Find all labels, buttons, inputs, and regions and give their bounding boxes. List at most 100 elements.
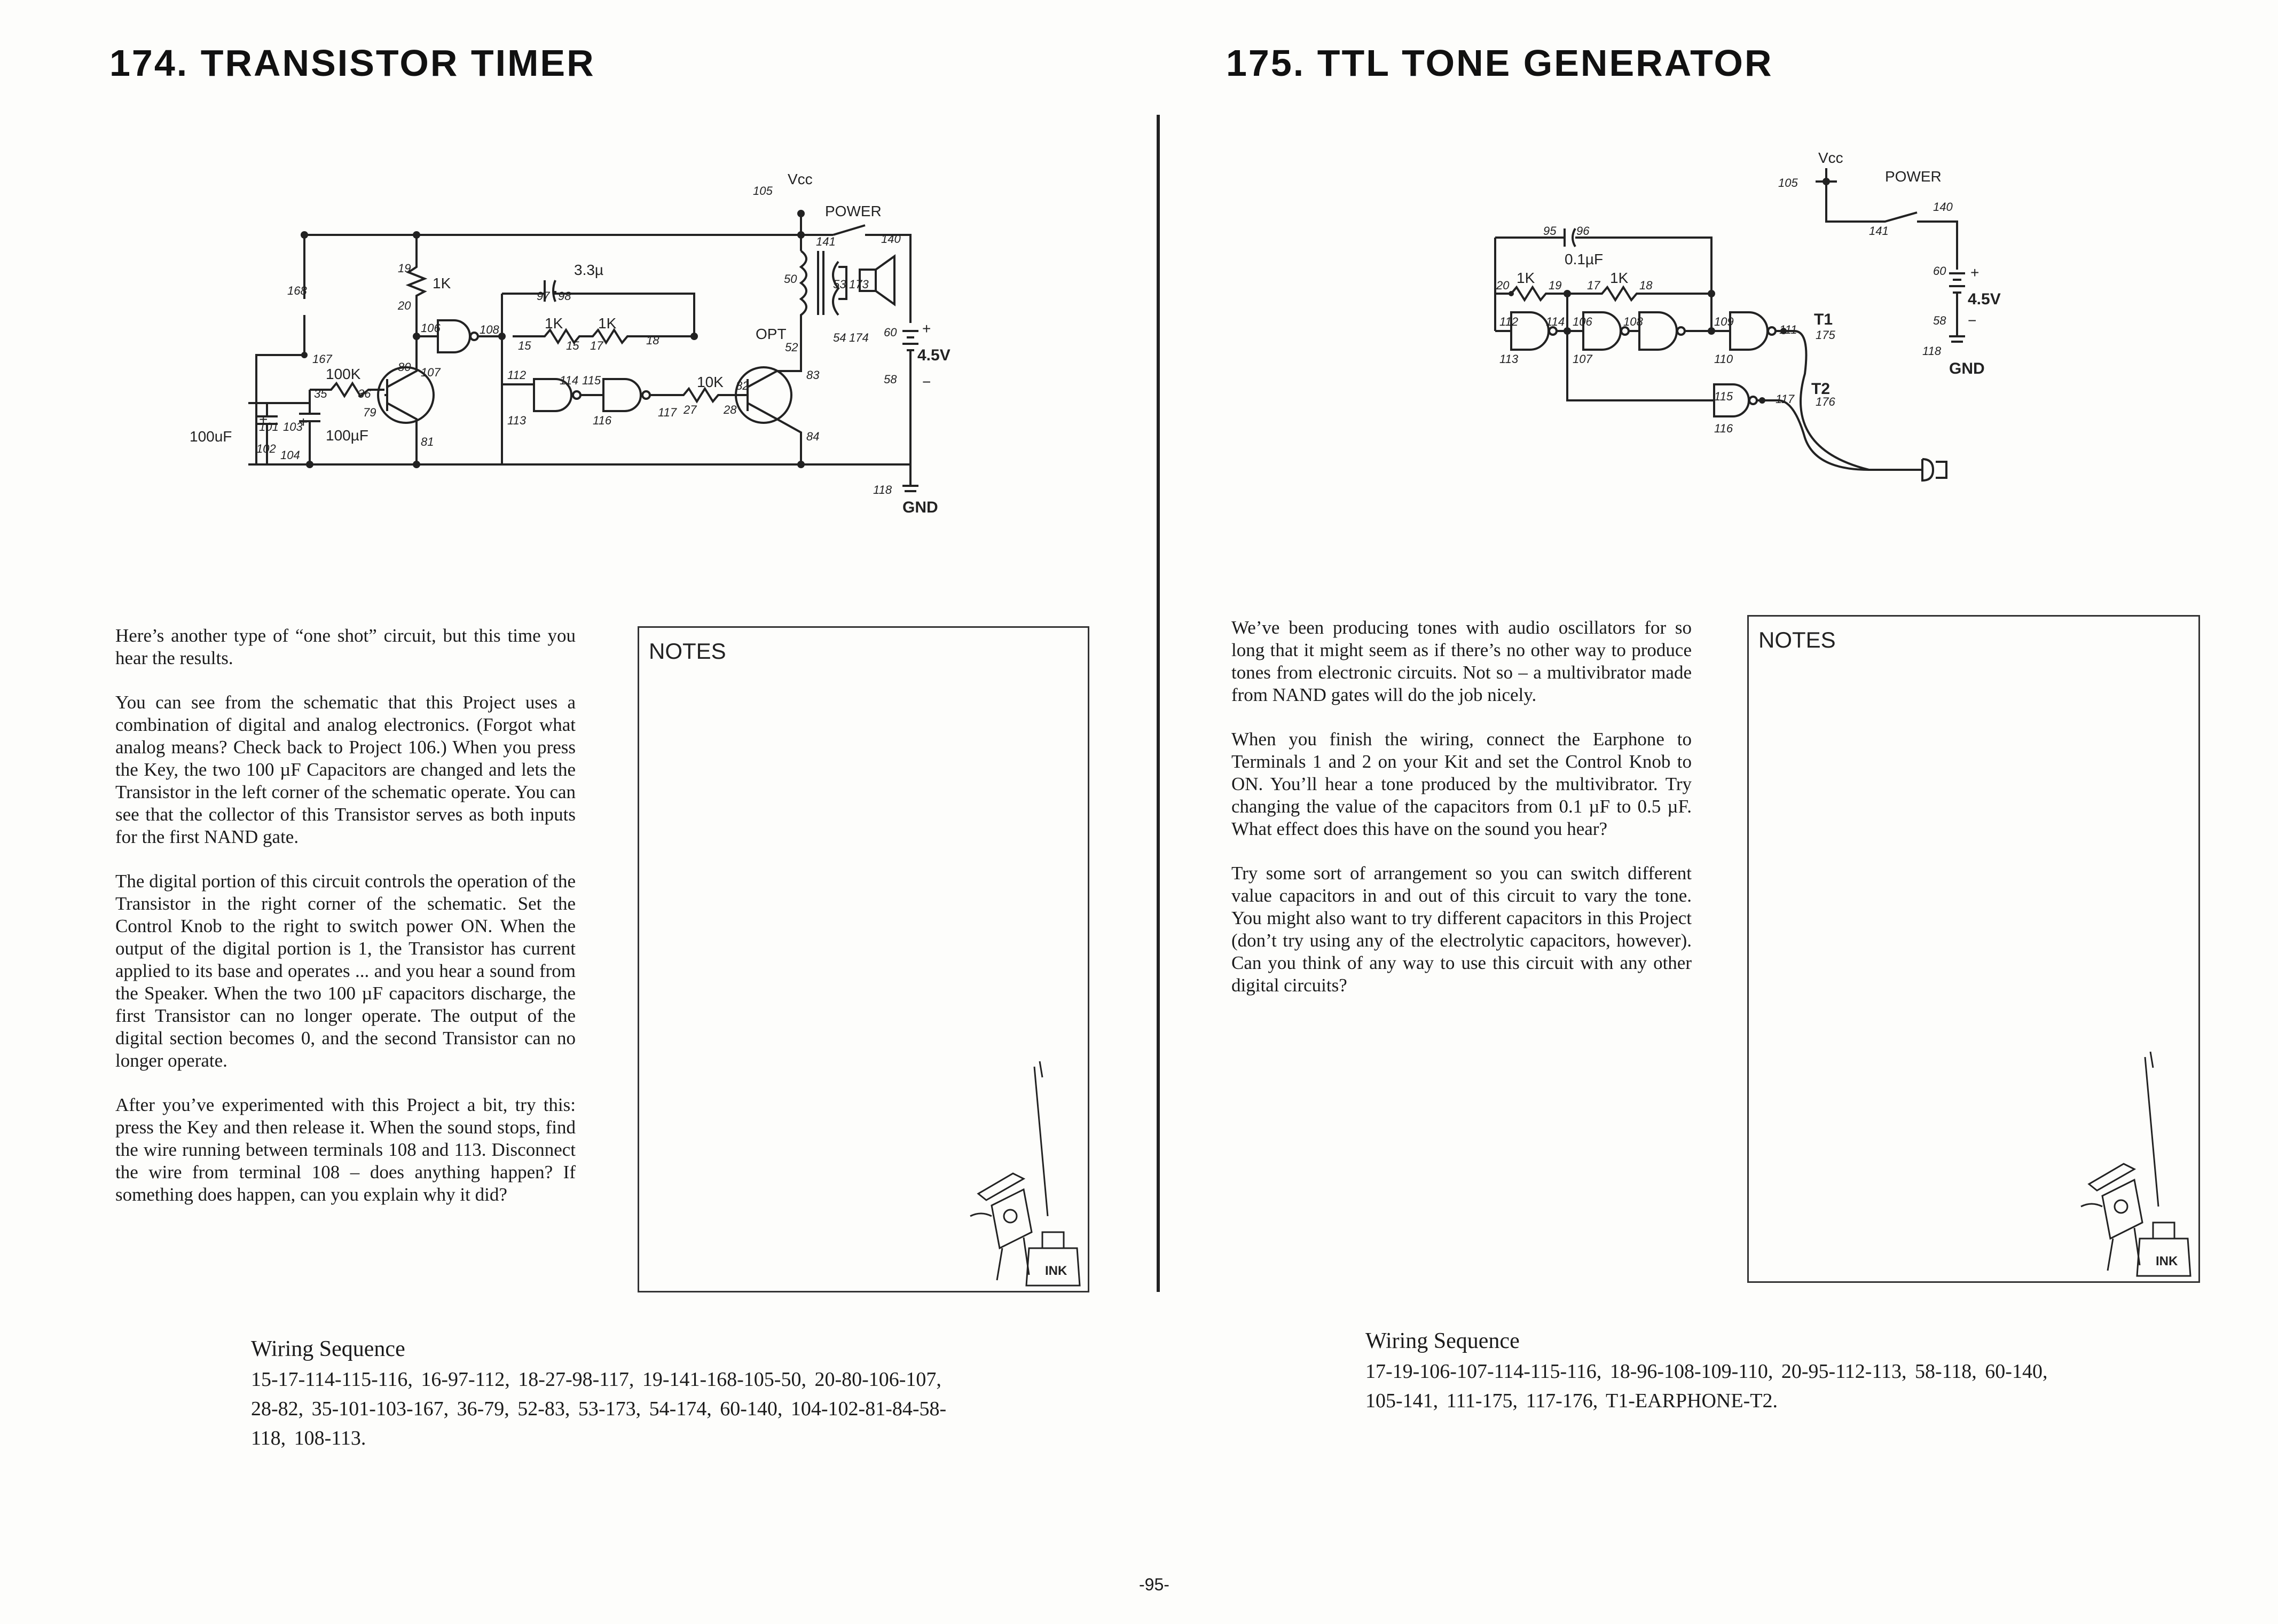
- svg-text:110: 110: [1714, 352, 1733, 366]
- svg-text:1K: 1K: [1610, 270, 1629, 286]
- wiring-title: Wiring Sequence: [251, 1337, 405, 1361]
- svg-text:POWER: POWER: [1885, 168, 1942, 185]
- svg-text:113: 113: [1499, 352, 1519, 366]
- svg-text:27: 27: [683, 403, 697, 416]
- svg-text:141: 141: [1869, 224, 1889, 238]
- svg-text:167: 167: [312, 352, 332, 366]
- svg-text:141: 141: [816, 235, 836, 248]
- svg-text:105: 105: [753, 184, 773, 198]
- svg-text:97: 97: [537, 289, 550, 303]
- wiring-text: 15-17-114-115-116, 16-97-112, 18-27-98-1…: [251, 1368, 947, 1449]
- svg-text:Vcc: Vcc: [1818, 149, 1843, 166]
- svg-text:+: +: [259, 411, 268, 428]
- svg-text:105: 105: [1778, 176, 1798, 190]
- svg-text:52: 52: [785, 341, 798, 354]
- svg-text:17: 17: [590, 339, 603, 352]
- svg-text:113: 113: [507, 414, 527, 427]
- svg-text:101: 101: [259, 420, 279, 433]
- svg-text:112: 112: [507, 368, 526, 382]
- wiring-text: 17-19-106-107-114-115-116, 18-96-108-109…: [1365, 1360, 2048, 1412]
- svg-text:15: 15: [566, 339, 579, 352]
- svg-text:58: 58: [884, 373, 897, 386]
- svg-text:114: 114: [560, 374, 578, 387]
- page-number: -95-: [1139, 1575, 1169, 1594]
- paragraph: Here’s another type of “one shot” circui…: [115, 625, 576, 668]
- svg-text:10K: 10K: [697, 374, 724, 390]
- svg-text:168: 168: [287, 284, 307, 297]
- transistor-timer-schematic: Vcc 105 POWER 141 140 168 167 1K 19 20 1…: [171, 160, 961, 523]
- svg-text:114: 114: [1546, 315, 1565, 328]
- svg-text:106: 106: [421, 321, 441, 335]
- paragraph: When you finish the wiring, connect the …: [1231, 729, 1692, 839]
- svg-text:36: 36: [358, 387, 371, 400]
- wiring-sequence-right: Wiring Sequence 17-19-106-107-114-115-11…: [1365, 1327, 2092, 1416]
- svg-text:100K: 100K: [326, 366, 361, 382]
- wiring-title: Wiring Sequence: [1365, 1329, 1520, 1353]
- svg-text:20: 20: [1496, 279, 1510, 292]
- svg-text:GND: GND: [902, 499, 938, 516]
- svg-text:107: 107: [1573, 352, 1592, 366]
- svg-text:28: 28: [723, 403, 737, 416]
- svg-text:15: 15: [518, 339, 531, 352]
- svg-text:102: 102: [256, 442, 276, 455]
- svg-text:INK: INK: [1045, 1264, 1067, 1278]
- svg-text:17: 17: [1587, 279, 1600, 292]
- svg-text:0.1µF: 0.1µF: [1565, 251, 1603, 267]
- svg-text:96: 96: [1576, 224, 1590, 238]
- svg-text:−: −: [922, 374, 931, 390]
- svg-text:GND: GND: [1949, 360, 1985, 377]
- svg-text:108: 108: [1623, 315, 1643, 328]
- svg-text:100uF: 100uF: [190, 428, 232, 445]
- svg-text:POWER: POWER: [825, 203, 882, 219]
- svg-text:4.5V: 4.5V: [1968, 290, 2001, 308]
- svg-text:84: 84: [806, 430, 819, 443]
- svg-text:176: 176: [1816, 395, 1835, 408]
- paragraph: We’ve been producing tones with audio os…: [1231, 617, 1692, 705]
- svg-text:112: 112: [1499, 315, 1518, 328]
- svg-text:175: 175: [1816, 328, 1835, 342]
- svg-text:116: 116: [1714, 422, 1733, 435]
- svg-text:INK: INK: [2156, 1254, 2178, 1268]
- svg-text:+: +: [1970, 264, 1979, 281]
- page-title-right: 175. TTL TONE GENERATOR: [1226, 42, 1773, 84]
- svg-text:1K: 1K: [545, 315, 563, 332]
- svg-text:T1: T1: [1814, 311, 1833, 328]
- svg-text:80: 80: [398, 360, 411, 374]
- paragraph: Try some sort of arrangement so you can …: [1231, 863, 1692, 996]
- svg-text:18: 18: [646, 334, 659, 347]
- paragraph: The digital portion of this circuit cont…: [115, 871, 576, 1071]
- svg-text:83: 83: [806, 368, 820, 382]
- notes-label: NOTES: [649, 638, 726, 664]
- svg-text:19: 19: [1549, 279, 1561, 292]
- svg-text:117: 117: [658, 406, 677, 419]
- svg-text:100µF: 100µF: [326, 427, 368, 444]
- svg-text:20: 20: [397, 299, 411, 312]
- paragraph: You can see from the schematic that this…: [115, 692, 576, 847]
- svg-text:173: 173: [849, 278, 869, 291]
- svg-text:T2: T2: [1811, 380, 1830, 398]
- svg-text:79: 79: [363, 406, 376, 419]
- article-body-right: We’ve been producing tones with audio os…: [1231, 617, 1692, 1019]
- svg-text:107: 107: [421, 366, 441, 379]
- svg-text:82: 82: [736, 379, 749, 392]
- notes-box-left: NOTES INK: [638, 626, 1089, 1292]
- page-title-left: 174. TRANSISTOR TIMER: [109, 42, 595, 84]
- svg-text:1K: 1K: [433, 275, 451, 291]
- svg-text:53: 53: [833, 278, 846, 291]
- svg-text:1K: 1K: [598, 315, 617, 332]
- svg-text:Vcc: Vcc: [788, 171, 813, 187]
- svg-text:108: 108: [480, 323, 499, 336]
- svg-text:140: 140: [881, 232, 901, 246]
- svg-text:95: 95: [1543, 224, 1557, 238]
- svg-text:98: 98: [558, 289, 571, 303]
- svg-text:19: 19: [398, 262, 411, 275]
- page-divider: [1157, 115, 1160, 1292]
- notes-label: NOTES: [1758, 627, 1836, 652]
- paragraph: After you’ve experimented with this Proj…: [115, 1094, 576, 1205]
- svg-text:60: 60: [1933, 264, 1946, 278]
- svg-text:106: 106: [1573, 315, 1592, 328]
- svg-text:35: 35: [314, 387, 327, 400]
- svg-text:118: 118: [873, 483, 892, 496]
- svg-text:3.3µ: 3.3µ: [574, 262, 603, 278]
- svg-text:4.5V: 4.5V: [917, 346, 951, 364]
